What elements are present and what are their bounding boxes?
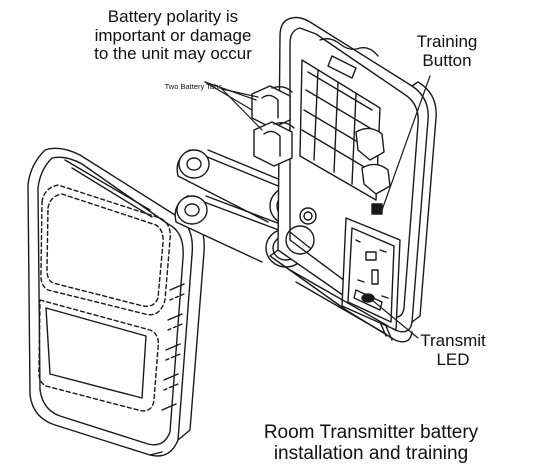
- callout-lines: [204, 75, 431, 339]
- transmit-led-label: Transmit LED: [420, 331, 486, 369]
- front-cover: [27, 147, 205, 457]
- diagram-caption: Room Transmitter battery installation an…: [263, 422, 479, 464]
- battery-tabs-label: Two Battery Tabs: [164, 82, 222, 91]
- back-housing: [251, 16, 437, 343]
- training-button-label: Training Button: [416, 32, 478, 70]
- polarity-warning-label: Battery polarity is important or damage …: [94, 7, 252, 64]
